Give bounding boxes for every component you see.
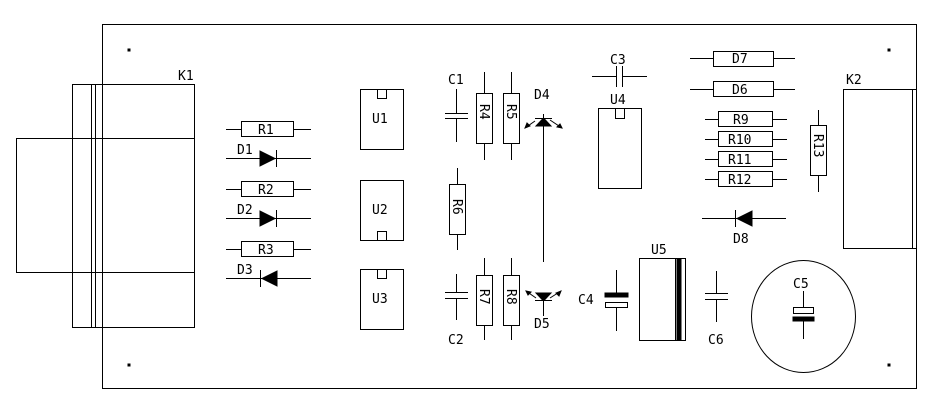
- label-d1: D1: [237, 143, 253, 158]
- label-d8: D8: [733, 232, 749, 247]
- capacitor-c2: C2: [445, 274, 468, 348]
- label-r7: R7: [476, 289, 491, 305]
- capacitor-c5: C5: [751, 260, 856, 373]
- resistor-r10: R10: [705, 131, 787, 148]
- diode-d8: D8: [702, 210, 786, 247]
- label-d3: D3: [237, 263, 253, 278]
- capacitor-c1: C1: [445, 73, 468, 142]
- label-r3: R3: [258, 243, 274, 258]
- capacitor-c3: C3: [592, 53, 647, 87]
- resistor-r3: R3: [226, 241, 311, 258]
- label-d4: D4: [534, 88, 550, 103]
- board-outline: [102, 24, 917, 389]
- label-c5: C5: [793, 277, 809, 292]
- label-u1: U1: [372, 112, 388, 127]
- label-d2: D2: [237, 203, 253, 218]
- ic-u1: U1: [360, 89, 404, 150]
- ic-u2: U2: [360, 180, 404, 241]
- capacitor-c4: C4: [578, 270, 629, 331]
- label-r5: R5: [503, 104, 518, 120]
- label-k1: K1: [178, 69, 194, 84]
- resistor-r1: R1: [226, 121, 311, 138]
- resistor-r5: R5: [503, 72, 520, 160]
- label-r10: R10: [728, 133, 751, 148]
- resistor-r12: R12: [705, 171, 787, 188]
- label-r6: R6: [449, 199, 464, 215]
- label-c1: C1: [448, 73, 464, 88]
- label-r4: R4: [476, 104, 491, 120]
- label-u3: U3: [372, 292, 388, 307]
- diode-d3: D3: [226, 263, 311, 287]
- resistor-r4: R4: [476, 72, 493, 160]
- mounting-holes: [127, 48, 891, 367]
- resistor-r8: R8: [503, 258, 520, 340]
- resistor-r7: R7: [476, 258, 493, 340]
- label-d6: D6: [732, 83, 748, 98]
- diode-d1: D1: [226, 143, 311, 167]
- label-k2: K2: [846, 73, 862, 88]
- ic-u3: U3: [360, 269, 404, 330]
- diode-d6: D6: [690, 81, 795, 98]
- label-c6: C6: [708, 333, 724, 348]
- label-r13: R13: [810, 134, 825, 157]
- label-r2: R2: [258, 183, 274, 198]
- capacitor-c6: C6: [705, 271, 728, 348]
- label-r1: R1: [258, 123, 274, 138]
- led-d4: D4: [524, 88, 563, 262]
- label-r9: R9: [733, 113, 749, 128]
- label-r11: R11: [728, 153, 751, 168]
- led-d5: D5: [525, 290, 562, 332]
- label-u4: U4: [610, 93, 626, 108]
- label-c4: C4: [578, 293, 594, 308]
- ic-u4: U4: [598, 93, 642, 189]
- connector-k1: K1: [16, 69, 195, 328]
- resistor-r2: R2: [226, 181, 311, 198]
- resistor-r6: R6: [449, 168, 466, 250]
- diode-d7: D7: [690, 51, 795, 67]
- resistor-r11: R11: [705, 151, 787, 168]
- label-r12: R12: [728, 173, 751, 188]
- resistor-r13: R13: [810, 110, 827, 192]
- label-u5: U5: [651, 243, 667, 258]
- connector-k2: K2: [843, 73, 917, 249]
- label-d7: D7: [732, 52, 748, 67]
- label-c2: C2: [448, 333, 464, 348]
- label-d5: D5: [534, 317, 550, 332]
- diode-d2: D2: [226, 203, 311, 227]
- regulator-u5: U5: [639, 243, 686, 341]
- label-c3: C3: [610, 53, 626, 68]
- label-r8: R8: [503, 289, 518, 305]
- label-u2: U2: [372, 203, 388, 218]
- resistor-r9: R9: [705, 111, 787, 128]
